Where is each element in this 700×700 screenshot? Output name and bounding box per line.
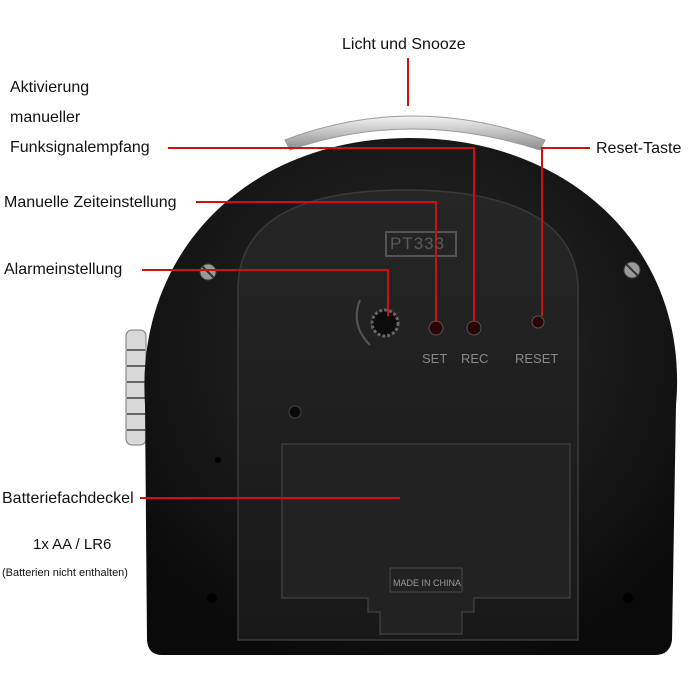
leader-activation bbox=[168, 147, 475, 322]
model-plate bbox=[385, 231, 457, 257]
reset-button[interactable] bbox=[531, 315, 545, 329]
battery-cover[interactable] bbox=[281, 443, 571, 635]
model-text: PT333 bbox=[390, 234, 446, 253]
label-light-snooze: Licht und Snooze bbox=[342, 36, 466, 53]
leader-alarm bbox=[142, 269, 389, 316]
label-activation-2: manueller bbox=[10, 109, 81, 126]
label-alarm-setting: Alarmeinstellung bbox=[4, 261, 123, 278]
label-reset-key: Reset-Taste bbox=[596, 140, 682, 157]
label-battery-type: 1x AA / LR6 bbox=[33, 536, 112, 553]
reset-label: RESET bbox=[515, 351, 559, 366]
label-activation-1: Aktivierung bbox=[10, 79, 90, 96]
alarm-knob[interactable] bbox=[370, 308, 400, 338]
side-wheel[interactable] bbox=[125, 329, 147, 446]
rec-button[interactable] bbox=[466, 320, 482, 336]
set-button[interactable] bbox=[428, 320, 444, 336]
leader-reset bbox=[541, 147, 590, 316]
label-activation-3: Funksignalempfang bbox=[10, 139, 150, 156]
rec-label: REC bbox=[461, 351, 489, 366]
label-battery-note: (Batterien nicht enthalten) bbox=[2, 567, 128, 579]
label-manual-time: Manuelle Zeiteinstellung bbox=[4, 194, 177, 211]
leader-manual-time bbox=[196, 201, 437, 322]
label-battery-cover: Batteriefachdeckel bbox=[2, 490, 134, 507]
set-label: SET bbox=[422, 351, 448, 366]
made-in-text: MADE IN CHINA bbox=[393, 578, 462, 588]
snooze-light-bar[interactable] bbox=[284, 115, 546, 151]
